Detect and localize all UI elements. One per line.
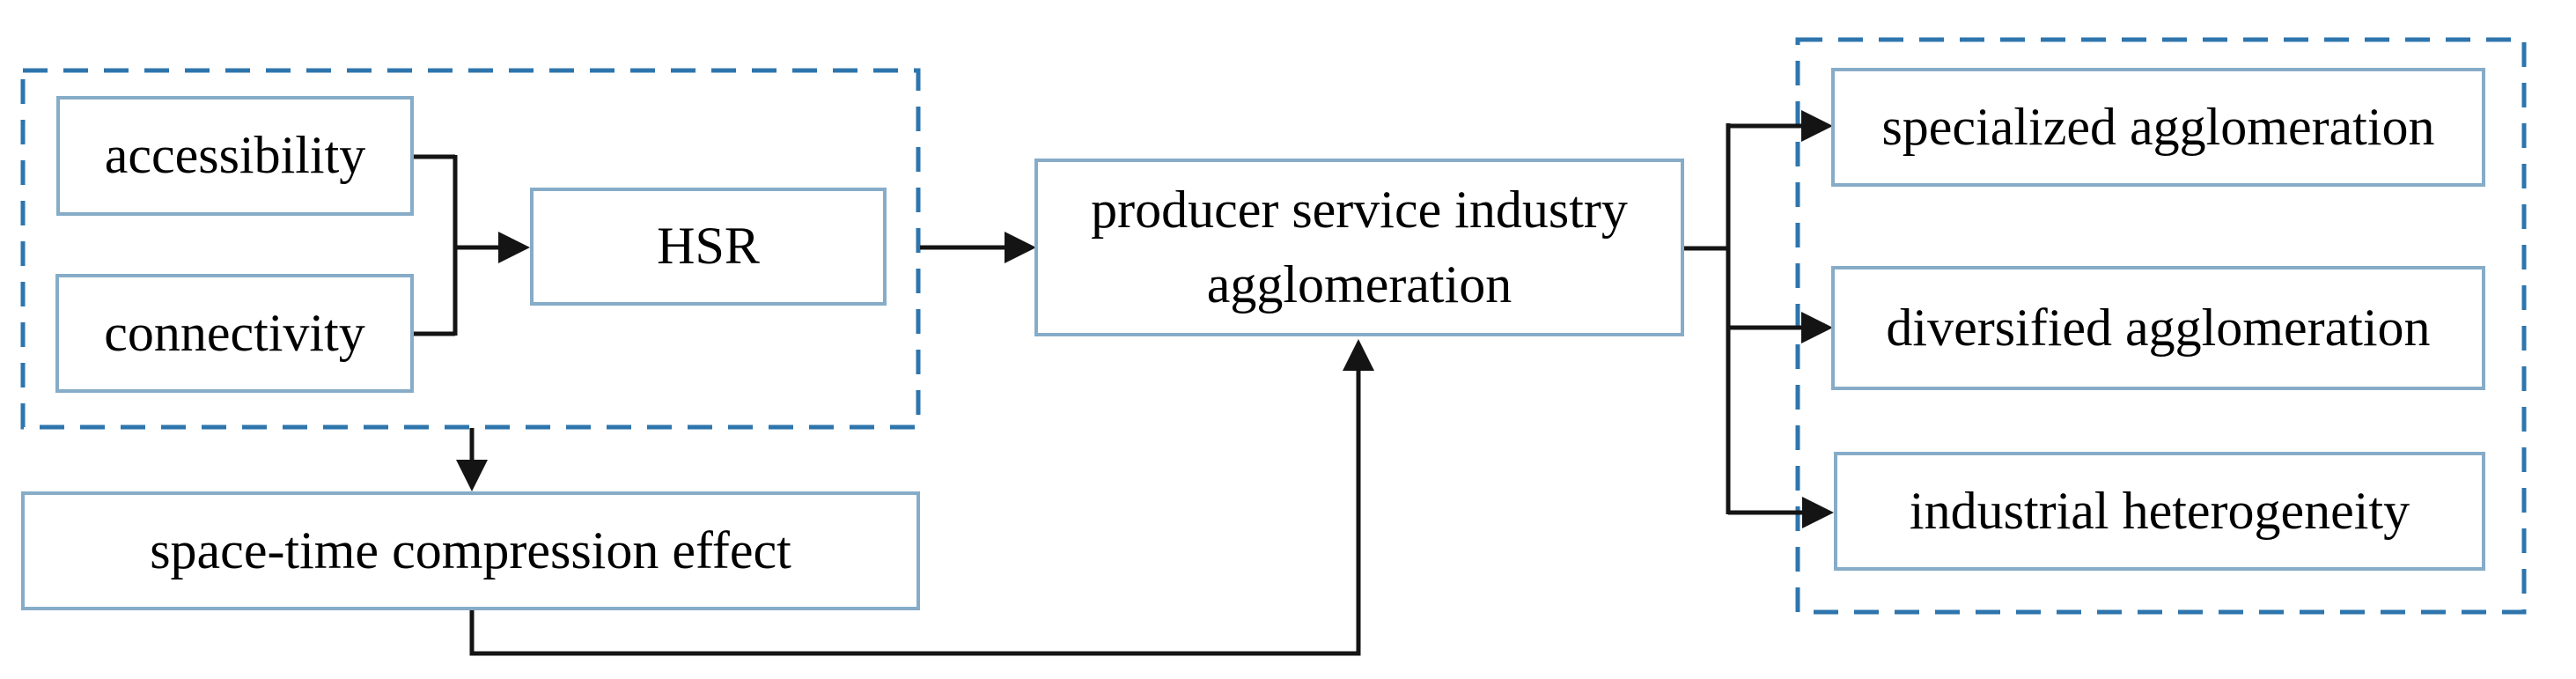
box-specialized: specialized agglomeration [1831,68,2485,187]
box-connectivity-label: connectivity [104,303,365,362]
box-diversified: diversified agglomeration [1831,266,2485,390]
box-specialized-label: specialized agglomeration [1881,97,2435,156]
box-diversified-label: diversified agglomeration [1886,298,2431,357]
box-producer-service-label: producer service industry agglomeration [1091,180,1628,314]
arrowhead [498,232,530,263]
arrowhead [1801,312,1833,343]
box-industrial: industrial heterogeneity [1834,452,2485,571]
arrowhead [1343,339,1374,371]
box-hsr: HSR [530,188,887,306]
arrowhead [1005,232,1036,263]
bracket-connector [412,154,458,336]
box-space-time-label: space-time compression effect [150,520,791,579]
arrowhead [1802,497,1834,528]
box-producer-service: producer service industry agglomeration [1034,159,1684,336]
box-accessibility: accessibility [56,96,414,216]
box-industrial-label: industrial heterogeneity [1909,481,2410,540]
box-hsr-label: HSR [657,217,760,276]
arrowhead [1801,110,1833,142]
box-connectivity: connectivity [55,274,414,393]
box-space-time: space-time compression effect [21,491,920,610]
box-accessibility-label: accessibility [104,126,366,185]
branch-connector [1682,123,1804,515]
arrowhead [456,460,488,491]
